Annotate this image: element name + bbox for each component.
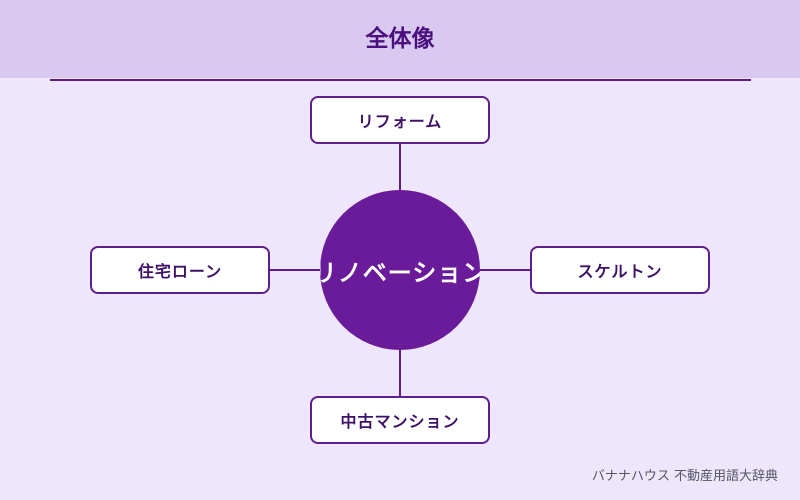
header-band <box>0 0 800 78</box>
node-used-condo-label: 中古マンション <box>340 412 460 431</box>
node-housing-loan-label: 住宅ローン <box>137 262 223 281</box>
node-reform: リフォーム <box>310 96 490 144</box>
node-skeleton-label: スケルトン <box>577 262 663 281</box>
footer-credit: バナナハウス 不動産用語大辞典 <box>591 469 778 484</box>
page-title: 全体像 <box>365 26 435 52</box>
node-housing-loan: 住宅ローン <box>90 246 270 294</box>
center-node-label: リノベーション <box>320 258 480 287</box>
node-reform-label: リフォーム <box>357 112 443 131</box>
node-used-condo: 中古マンション <box>310 396 490 444</box>
center-node: リノベーション <box>320 190 480 350</box>
node-skeleton: スケルトン <box>530 246 710 294</box>
title-divider <box>50 79 751 81</box>
